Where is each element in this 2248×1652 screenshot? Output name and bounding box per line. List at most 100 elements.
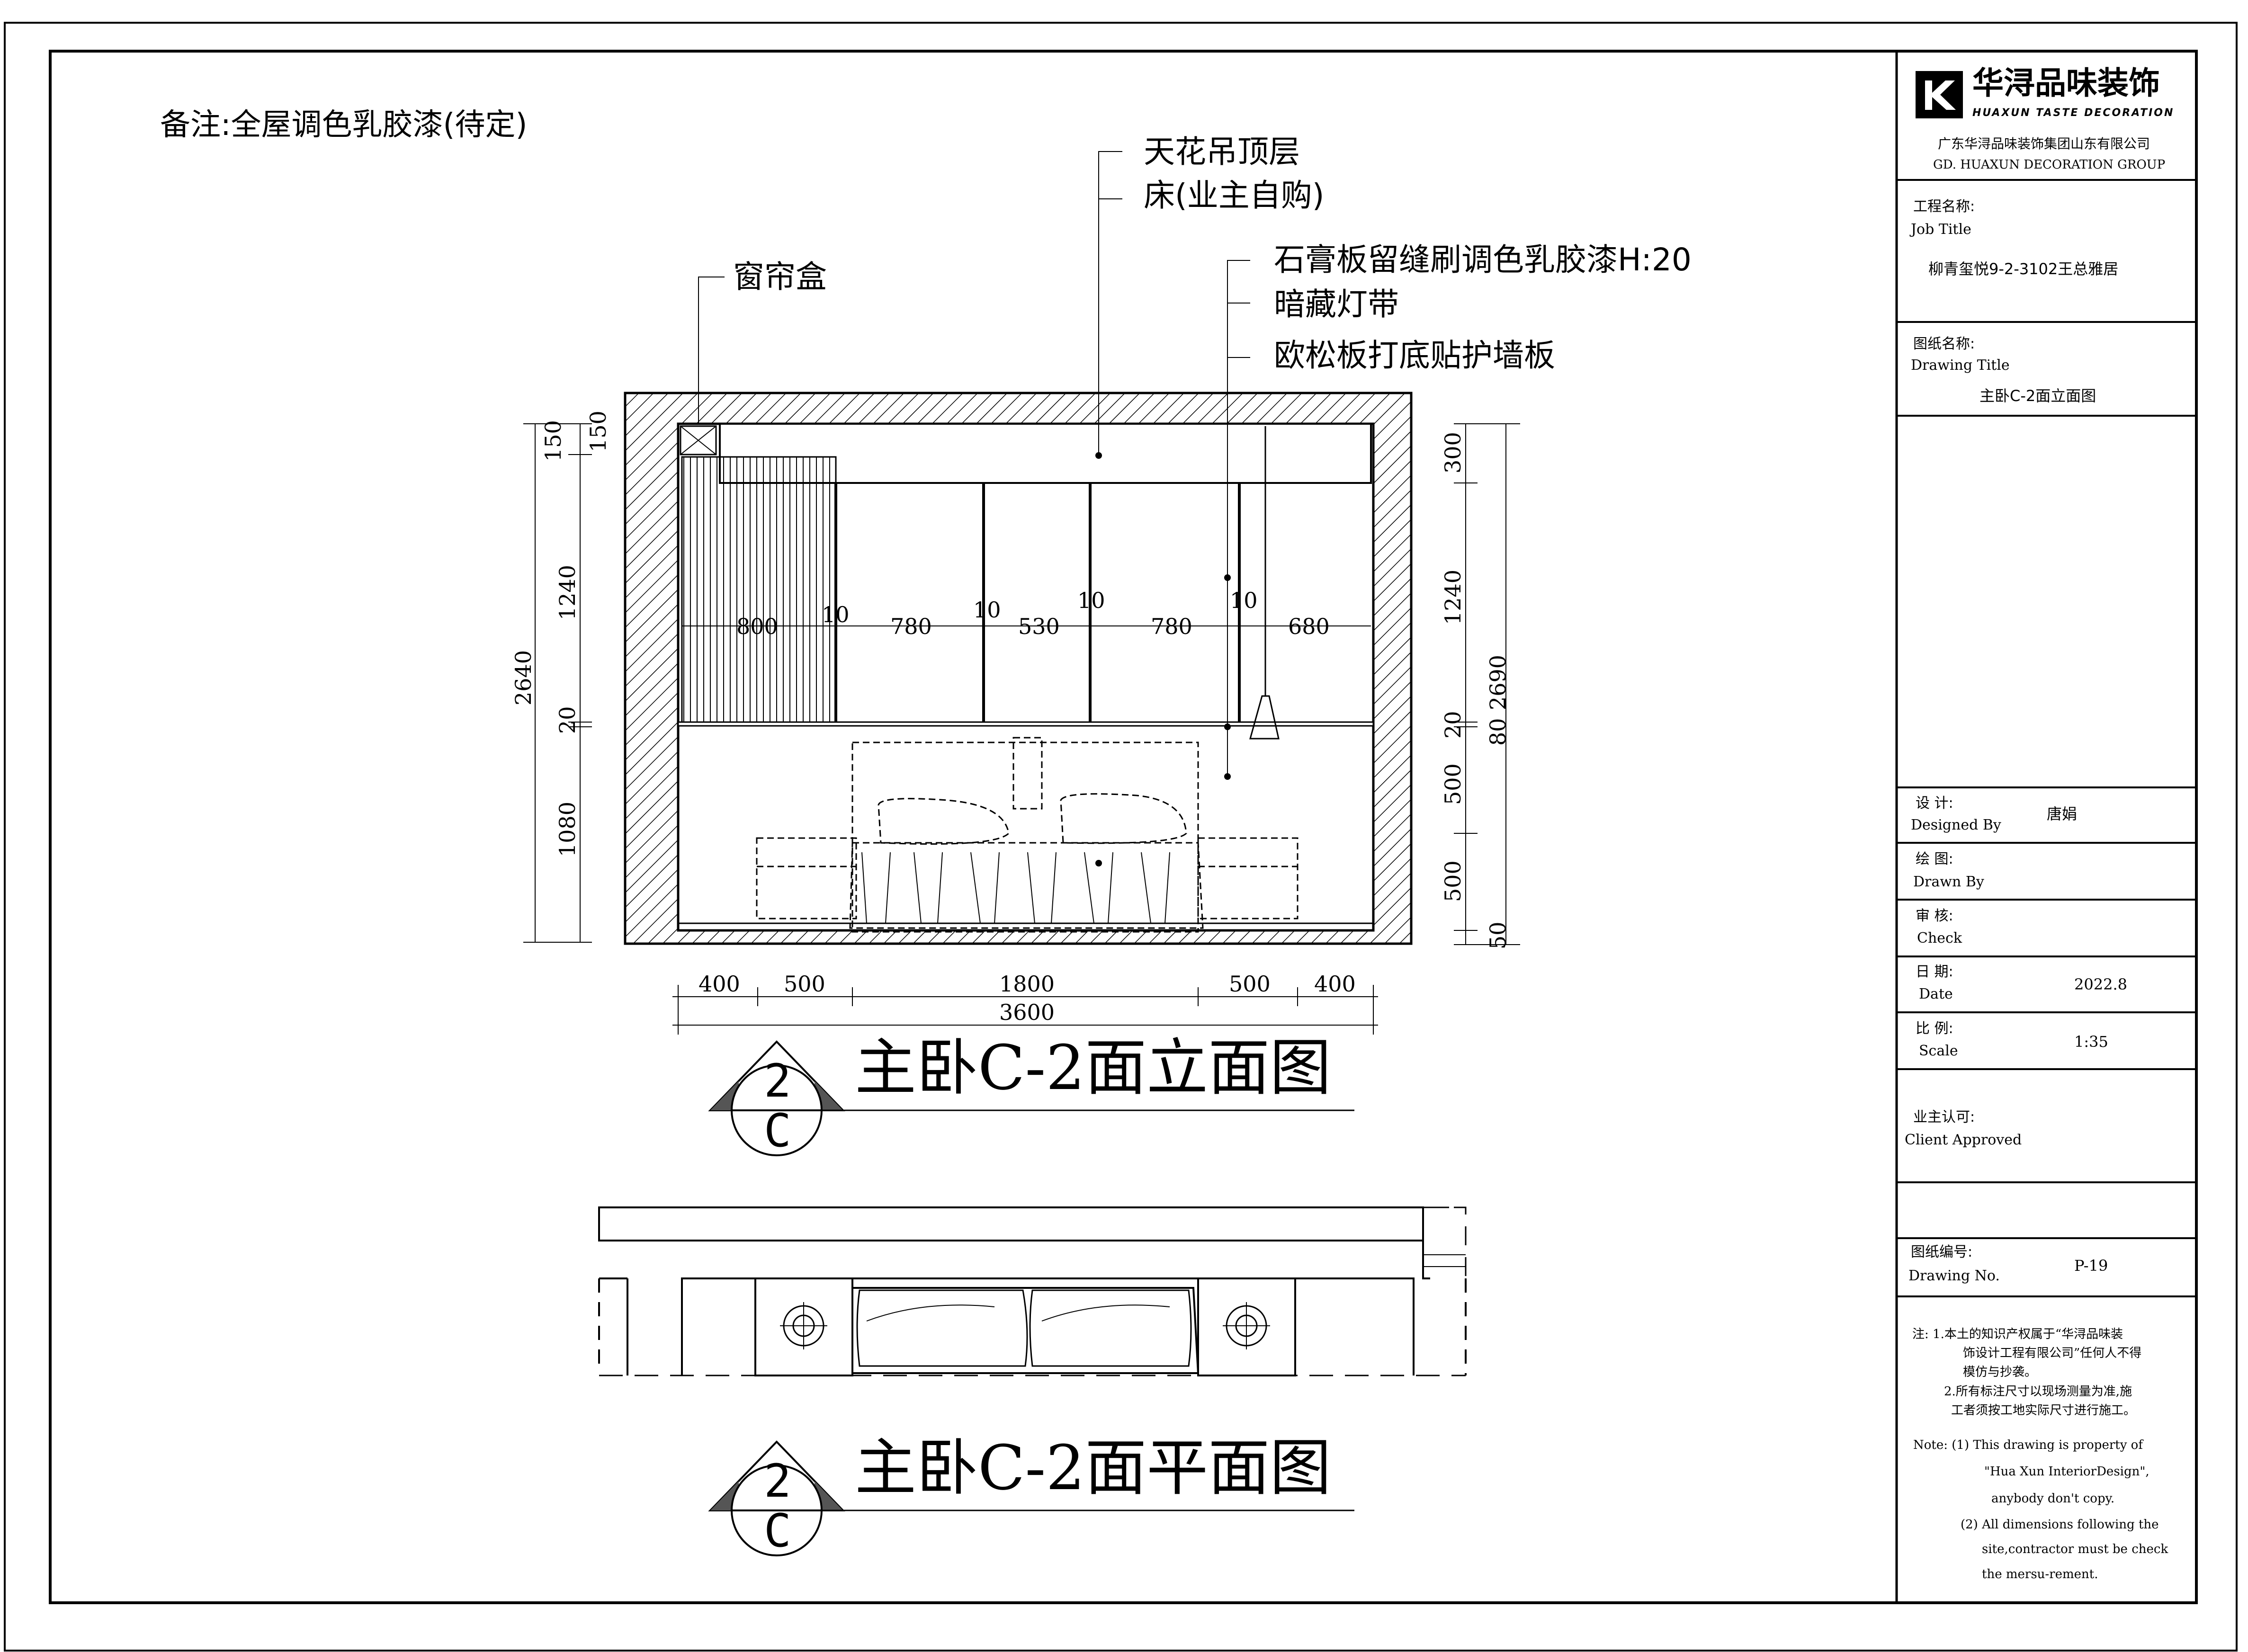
dim-total-3600: 3600 [999, 1000, 1055, 1025]
designed-value: 唐娟 [2047, 805, 2078, 823]
dim-right-300: 300 [1440, 432, 1466, 473]
dim-right-20: 20 [1440, 711, 1466, 739]
drawing-no-value: P-19 [2074, 1257, 2108, 1275]
dim-panel-780-b: 780 [1151, 614, 1192, 639]
dim-left-1080: 1080 [555, 801, 580, 857]
dim-gap-10-d: 10 [1230, 588, 1258, 613]
drawing-no-label-cn: 图纸编号: [1911, 1244, 1973, 1260]
left-dimension-lines [523, 423, 592, 943]
company-en: GD. HUAXUN DECORATION GROUP [1933, 158, 2166, 172]
plan-title: 主卧C-2面平面图 [855, 1432, 1332, 1504]
brand-name-en: HUAXUN TASTE DECORATION [1972, 107, 2175, 119]
note-en-3: anybody don't copy. [1991, 1491, 2115, 1506]
marker-plan-bottom: C [764, 1504, 791, 1557]
drawing-no-label-en: Drawing No. [1908, 1268, 2000, 1284]
dim-bottom-400-b: 400 [1314, 971, 1356, 997]
dim-left-2640: 2640 [511, 650, 536, 705]
drawing-label-cn: 图纸名称: [1913, 336, 1975, 352]
job-label-cn: 工程名称: [1913, 198, 1975, 215]
dim-right-1240: 1240 [1440, 569, 1466, 625]
title-block-frame [1895, 51, 2198, 1603]
brand-logo-icon [1916, 71, 1963, 118]
job-label-en: Job Title [1911, 221, 1971, 238]
scale-label-en: Scale [1919, 1043, 1958, 1059]
elevation-view [624, 392, 1413, 945]
check-label-cn: 审 核: [1916, 908, 1953, 924]
job-title-value: 柳青玺悦9-2-3102王总雅居 [1928, 260, 2119, 278]
note-en-5: site,contractor must be check [1982, 1542, 2168, 1556]
bottom-dimension-lines [672, 985, 1378, 1035]
plan-pillows [856, 1289, 1192, 1367]
note-en-4: (2) All dimensions following the [1961, 1518, 2159, 1532]
dim-gap-10-b: 10 [973, 597, 1001, 623]
dim-left-20: 20 [555, 706, 580, 734]
marker-elev-top: 2 [764, 1054, 791, 1107]
note-cn-1: 注: 1.本土的知识产权属于“华浔品味装 [1912, 1327, 2123, 1341]
dim-right-2690: 2690 [1485, 654, 1511, 710]
dim-bottom-500-b: 500 [1229, 971, 1271, 997]
callout-leaders [698, 151, 1250, 777]
dim-bottom-500-a: 500 [784, 971, 825, 997]
check-label-en: Check [1917, 930, 1962, 947]
drawn-label-cn: 绘 图: [1916, 851, 1953, 867]
dim-gap-10-c: 10 [1077, 588, 1105, 613]
dim-panel-530: 530 [1018, 614, 1060, 639]
dim-gap-10-a: 10 [822, 602, 850, 627]
dim-left-150-outer: 150 [540, 420, 566, 462]
designed-label-cn: 设 计: [1916, 795, 1953, 812]
bed-dashed [756, 737, 1299, 933]
elevation-title: 主卧C-2面立面图 [855, 1032, 1332, 1104]
drawn-label-en: Drawn By [1913, 874, 1984, 890]
note-cn-5: 工者须按工地实际尺寸进行施工。 [1951, 1403, 2136, 1418]
dim-bottom-1800: 1800 [999, 971, 1055, 997]
dim-left-150-inner: 150 [585, 411, 611, 452]
dim-panel-800: 800 [736, 614, 778, 639]
marker-elev-bottom: C [764, 1104, 791, 1157]
callout-ceiling: 天花吊顶层 [1144, 134, 1300, 170]
dado-rail [677, 721, 1374, 727]
dim-right-500-a: 500 [1440, 763, 1466, 805]
section-marker-plan [708, 1440, 1354, 1556]
company-cn: 广东华浔品味装饰集团山东有限公司 [1938, 136, 2150, 152]
note-en-2: "Hua Xun InteriorDesign", [1984, 1464, 2149, 1479]
outer-border [4, 22, 2238, 1652]
section-marker-elevation [708, 1040, 1354, 1156]
remark-text: 备注:全屋调色乳胶漆(待定) [160, 107, 528, 143]
dim-right-80: 80 [1485, 718, 1511, 746]
curtain-panel [681, 456, 837, 723]
pendant-lamp [1249, 695, 1280, 740]
drawing-title-value: 主卧C-2面立面图 [1979, 387, 2096, 405]
client-label-cn: 业主认可: [1913, 1109, 1975, 1125]
marker-plan-top: 2 [764, 1455, 791, 1508]
note-cn-3: 模仿与抄袭。 [1963, 1365, 2037, 1379]
dim-right-50: 50 [1485, 921, 1511, 949]
dim-bottom-400-a: 400 [699, 971, 740, 997]
date-label-cn: 日 期: [1916, 964, 1953, 980]
callout-osb-panel: 欧松板打底贴护墙板 [1274, 337, 1555, 374]
right-dimension-lines [1454, 423, 1520, 945]
dim-left-1240: 1240 [555, 564, 580, 620]
date-label-en: Date [1919, 986, 1953, 1002]
dim-right-500-b: 500 [1440, 860, 1466, 902]
scale-value: 1:35 [2074, 1033, 2108, 1051]
dim-panel-780-a: 780 [890, 614, 932, 639]
brand-name: 华浔品味装饰 [1972, 65, 2160, 101]
note-en-1: Note: (1) This drawing is property of [1913, 1438, 2143, 1452]
callout-bed: 床(业主自购) [1144, 177, 1325, 214]
client-label-en: Client Approved [1905, 1132, 2022, 1148]
callout-gypsum: 石膏板留缝刷调色乳胶漆H:20 [1274, 241, 1692, 278]
note-cn-4: 2.所有标注尺寸以现场测量为准,施 [1944, 1384, 2132, 1399]
panel-dividers [834, 483, 1241, 722]
callout-light-strip: 暗藏灯带 [1274, 286, 1399, 322]
drawing-label-en: Drawing Title [1911, 357, 2010, 374]
note-en-6: the mersu-rement. [1982, 1567, 2098, 1581]
designed-label-en: Designed By [1911, 817, 2001, 833]
scale-label-cn: 比 例: [1916, 1020, 1953, 1037]
note-cn-2: 饰设计工程有限公司”任何人不得 [1963, 1346, 2142, 1360]
dim-panel-680: 680 [1288, 614, 1330, 639]
plan-view [598, 1206, 1467, 1376]
date-value: 2022.8 [2074, 975, 2127, 993]
callout-curtain-box: 窗帘盒 [733, 259, 827, 295]
plan-lamps [780, 1302, 1270, 1349]
